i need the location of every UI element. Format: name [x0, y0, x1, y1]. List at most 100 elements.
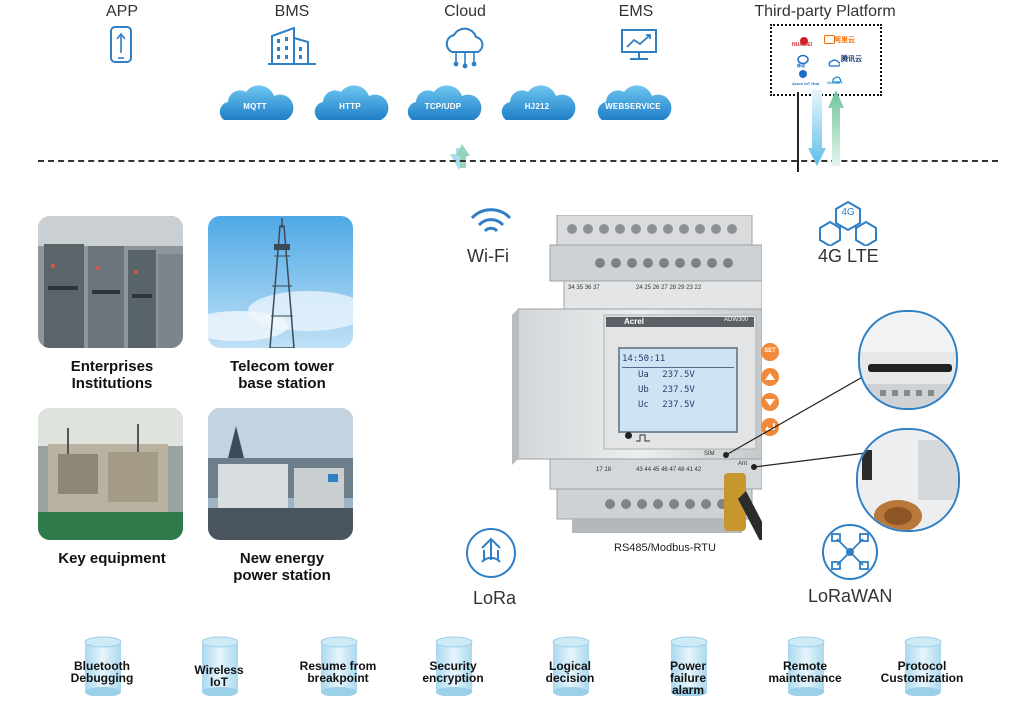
top-terminal-numbers-left: 34 35 36 37 — [568, 285, 600, 291]
cloud-computing-icon — [440, 26, 490, 75]
feature-bluetooth-debugging: Bluetooth Debugging — [47, 636, 157, 700]
callout-line-sim — [718, 355, 868, 480]
caption-key-equipment: Key equipment — [32, 550, 192, 567]
bidirectional-arrow-center — [442, 140, 482, 177]
feature-security-encryption: Security encryption — [398, 636, 508, 700]
caption-new-energy-station: New energy power station — [202, 550, 362, 584]
terminal-41: 41 — [686, 467, 693, 473]
lcd-label-uc: Uc — [638, 400, 649, 410]
bus-protocol-label: RS485/Modbus-RTU — [614, 542, 716, 554]
bottom-terminal-numbers-left: 17 18 — [596, 467, 611, 473]
terminal-46: 46 — [661, 467, 668, 473]
lcd-value-ua: 237.5V — [662, 370, 695, 380]
platform-logo-box: HUAWEI 阿里云 移动 腾讯云 Azure IoT Hub OneNET — [770, 24, 882, 96]
terminal-24: 24 — [636, 285, 643, 291]
protocol-cloud-tcp-udp: TCP/UDP — [404, 82, 482, 122]
lte-label: 4G LTE — [818, 246, 879, 266]
feature-power-failure-alarm: Power failure alarm — [633, 636, 743, 700]
set-button[interactable]: SET — [761, 343, 779, 361]
tencent-logo: 腾讯云 — [841, 56, 862, 63]
terminal-42: 42 — [694, 467, 702, 473]
set-button-label: SET — [764, 348, 776, 354]
huawei-logo: HUAWEI — [792, 42, 812, 48]
terminal-23: 23 — [686, 285, 693, 291]
sim-slot-label: SIM — [704, 451, 715, 457]
huawei-petal-icon — [798, 32, 810, 50]
caption-new-energy-station-text: New energy power station — [233, 550, 331, 584]
protocol-cloud-webservice: WEBSERVICE — [594, 82, 672, 122]
zoom-sim-slot — [858, 310, 958, 410]
enter-button[interactable] — [761, 418, 779, 436]
lorawan-label: LoRaWAN — [808, 586, 893, 606]
azure-icon — [799, 70, 807, 78]
terminal-47: 47 — [669, 467, 677, 473]
up-button[interactable] — [761, 368, 779, 386]
lora-icon — [464, 526, 518, 585]
ems-label: EMS — [618, 3, 654, 20]
phone-icon — [109, 26, 133, 69]
down-arrow-icon — [765, 399, 775, 406]
building-icon — [268, 26, 318, 71]
terminal-26: 26 — [652, 285, 660, 291]
onenet-logo: OneNET — [827, 80, 843, 85]
caption-telecom-tower-text: Telecom tower base station — [230, 358, 334, 392]
onenet-icon — [832, 70, 842, 88]
lte-badge-label: 4G — [841, 207, 855, 218]
terminal-44: 44 — [644, 467, 652, 473]
terminal-17: 17 — [596, 467, 603, 473]
terminal-29: 29 — [677, 285, 685, 291]
terminal-28: 28 — [669, 285, 677, 291]
lorawan-icon — [820, 522, 880, 587]
lcd-row-ua: Ua 237.5V — [622, 368, 734, 383]
bidirectional-arrow-platform — [806, 90, 846, 171]
terminal-36: 36 — [584, 285, 592, 291]
protocol-label-webservice: WEBSERVICE — [605, 102, 661, 111]
pulse-icon — [636, 430, 650, 448]
protocol-label-http: HTTP — [339, 102, 361, 111]
caption-telecom-tower: Telecom tower base station — [202, 358, 362, 392]
network-divider-line — [38, 160, 998, 162]
feature-label-bluetooth: Bluetooth Debugging — [70, 659, 134, 685]
third-party-label: Third-party Platform — [754, 3, 896, 20]
lcd-label-ub: Ub — [638, 385, 649, 395]
feature-wireless-iot: Wireless IoT — [164, 636, 274, 700]
wifi-icon — [468, 204, 514, 245]
caption-enterprises-text: Enterprises Institutions — [70, 358, 154, 392]
aliyun-logo: 阿里云 — [834, 37, 855, 44]
down-button[interactable] — [761, 393, 779, 411]
protocol-cloud-hj212: HJ212 — [498, 82, 576, 122]
terminal-48: 48 — [677, 467, 685, 473]
terminal-22: 22 — [694, 285, 702, 291]
device-brand: Acrel — [624, 317, 645, 326]
protocol-cloud-http: HTTP — [311, 82, 389, 122]
platform-connector-line — [797, 92, 799, 172]
feature-resume-breakpoint: Resume from breakpoint — [283, 636, 393, 700]
photo-new-energy-station — [208, 408, 353, 540]
top-terminal-numbers-right: 24 25 26 27 28 29 23 22 — [636, 285, 701, 291]
lcd-screen: 14:50:11 Ua 237.5V Ub 237.5V Uc 237.5V — [622, 352, 734, 413]
antenna-label: Ant — [738, 461, 748, 467]
feature-remote-maintenance: Remote maintenance — [750, 636, 860, 700]
mobile-logo: 移动 — [797, 63, 805, 68]
device-model: ADW300 — [724, 317, 749, 323]
caption-key-equipment-text: Key equipment — [58, 550, 166, 567]
tencent-cloud-icon — [828, 54, 841, 72]
terminal-37: 37 — [593, 285, 600, 291]
photo-key-equipment — [38, 408, 183, 540]
feature-label-wireless-iot: Wireless IoT — [194, 663, 244, 689]
wifi-label: Wi-Fi — [467, 246, 509, 266]
feature-protocol-customization: Protocol Customization — [867, 636, 977, 700]
zoom-antenna-port — [856, 428, 960, 532]
mobile-icon — [797, 52, 809, 70]
protocol-cloud-mqtt: MQTT — [216, 82, 294, 122]
photo-switchgear — [38, 216, 183, 348]
feature-label-remote: Remote maintenance — [768, 659, 842, 685]
feature-label-security: Security encryption — [422, 659, 484, 685]
protocol-label-mqtt: MQTT — [243, 102, 267, 111]
feature-label-resume: Resume from breakpoint — [299, 659, 377, 685]
caption-enterprises: Enterprises Institutions — [32, 358, 192, 392]
feature-logical-decision: Logical decision — [515, 636, 625, 700]
terminal-43: 43 — [636, 467, 643, 473]
photo-telecom-tower — [208, 216, 353, 348]
app-label: APP — [105, 3, 138, 20]
